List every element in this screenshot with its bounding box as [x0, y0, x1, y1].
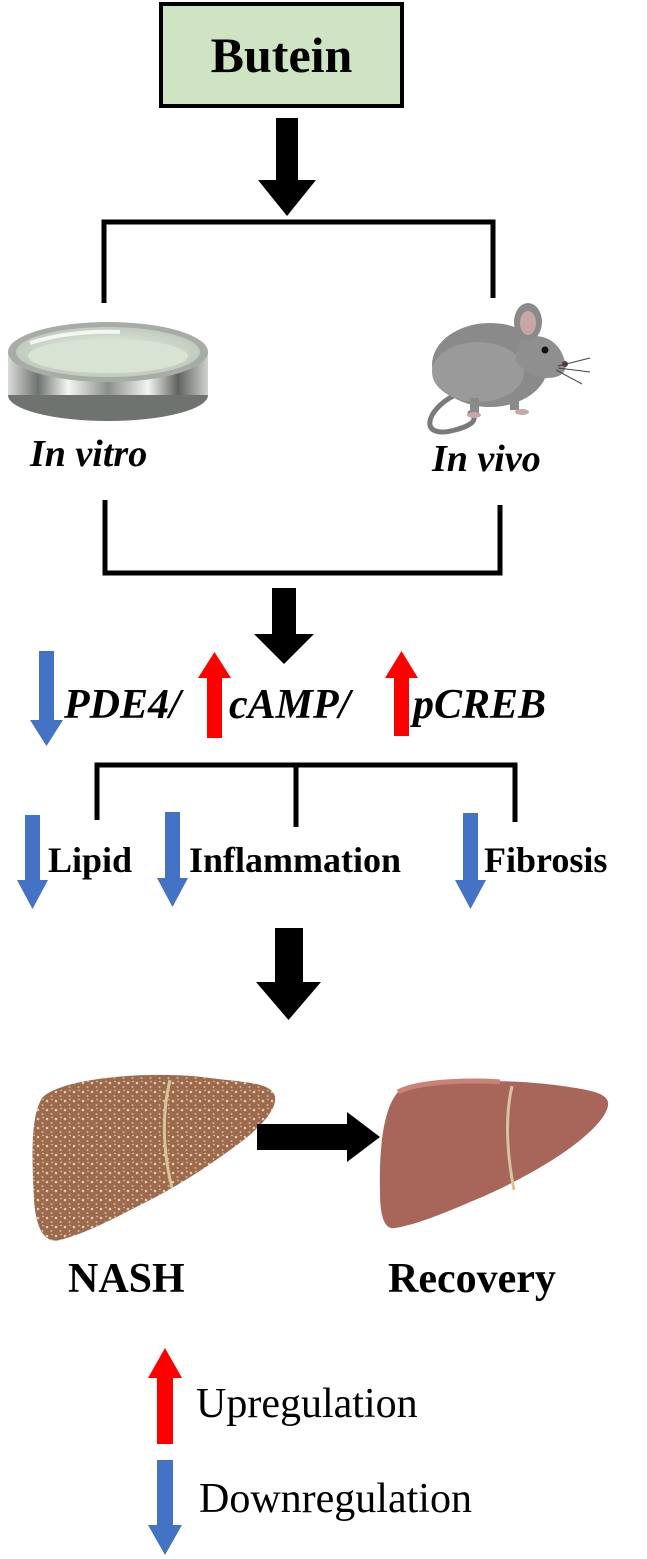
pathway-pcreb-label: pCREB [413, 682, 547, 728]
legend-down-label: Downregulation [199, 1476, 472, 1522]
healthy-liver-icon [379, 1078, 609, 1229]
pathway-camp-label: cAMP/ [229, 682, 351, 728]
fatty-liver-icon [32, 1074, 276, 1241]
legend-down-arrow [148, 1460, 182, 1555]
arrow-butein-down [258, 118, 316, 216]
inflammation-down-arrow [157, 812, 188, 907]
effects-bracket [94, 762, 518, 827]
effect-fibrosis-label: Fibrosis [484, 840, 608, 880]
legend-up-label: Upregulation [196, 1381, 418, 1427]
legend-up-arrow [148, 1348, 182, 1444]
effect-inflammation-label: Inflammation [189, 840, 402, 880]
arrow-to-pathway [254, 588, 314, 664]
fibrosis-down-arrow [455, 813, 486, 909]
nash-label: NASH [68, 1256, 185, 1302]
petri-dish-icon [8, 322, 208, 421]
lipid-down-arrow [17, 815, 48, 909]
pcreb-up-arrow [385, 651, 418, 736]
camp-up-arrow [198, 652, 231, 738]
in-vivo-label: In vivo [432, 438, 541, 480]
arrow-to-recovery [257, 1112, 380, 1162]
in-vitro-label: In vitro [30, 433, 148, 475]
title-box: Butein [159, 2, 404, 108]
recovery-label: Recovery [388, 1256, 556, 1302]
arrow-to-outcome [256, 928, 321, 1020]
branch-bracket-top [101, 219, 496, 303]
mouse-icon [427, 303, 591, 435]
join-bracket [102, 500, 503, 576]
title-label: Butein [210, 27, 353, 83]
effect-lipid-label: Lipid [48, 840, 133, 880]
pathway-pde4-label: PDE4/ [64, 682, 181, 728]
pde4-down-arrow [30, 651, 63, 746]
